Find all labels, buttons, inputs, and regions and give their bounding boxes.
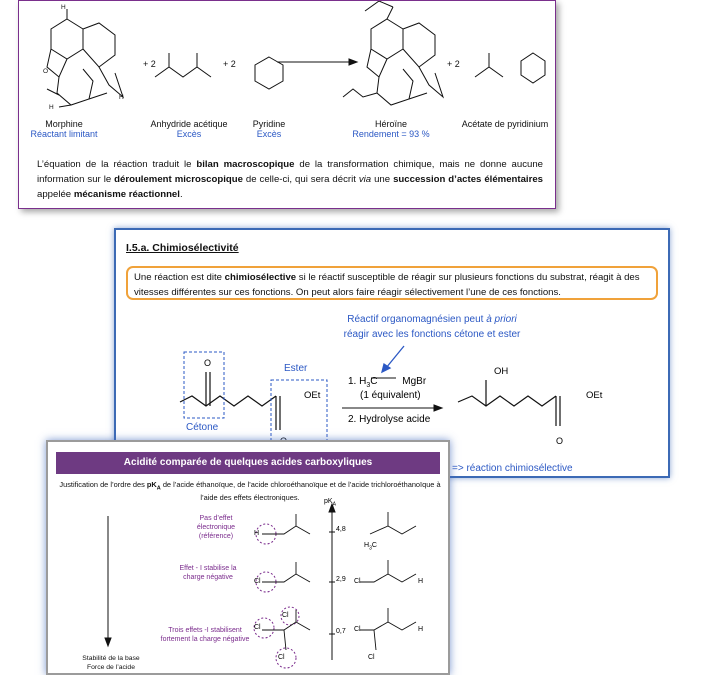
atom-cl-3: Cl (282, 612, 289, 619)
section-title: I.5.a. Chimiosélectivité (126, 242, 239, 254)
pyridine-label-group: Pyridine Excès (239, 119, 299, 139)
acidity-header: Acidité comparée de quelques acides carb… (56, 452, 440, 474)
acidity-subtitle: Justification de l’ordre des pKA de l’ac… (59, 480, 441, 503)
atom-cl-1: Cl (254, 578, 261, 585)
morphine-ring-c (46, 48, 68, 78)
morphine-ring-d (56, 68, 94, 106)
ketone-label: Cétone (186, 422, 219, 433)
stability-arrow (104, 516, 112, 648)
acidity-comparison-card: Acidité comparée de quelques acides carb… (46, 440, 450, 675)
atom-cl-acid-1: Cl (354, 578, 361, 585)
acetic-anhydride-structure (154, 53, 212, 78)
morphine-atom-n: H (119, 94, 124, 101)
morphine-ring-a (50, 18, 84, 60)
note-arrow (381, 345, 405, 374)
morphine-atom-o: O (43, 68, 48, 75)
acetate-name: Acétate de pyridinium (461, 119, 549, 129)
pka-value-2: 2,9 (336, 576, 346, 583)
ketone-highlight-box (183, 351, 225, 419)
atom-h-acid-2: H (418, 626, 424, 633)
morphine-atom-ho-top: H (61, 4, 66, 11)
morphine-atom-ho-bottom: H (49, 104, 54, 111)
pyridine-structure (254, 56, 284, 90)
substrate-structure (179, 372, 281, 430)
stability-label: Stabilité de la base Force de l’acide (82, 655, 140, 671)
equivalent-text: (1 équivalent) (360, 390, 421, 401)
heroin-note: Rendement = 93 % (352, 129, 430, 139)
atom-cl-2: Cl (254, 624, 261, 631)
product-oxygen: O (556, 436, 564, 446)
morphine-ring-b (82, 22, 116, 68)
ester-oet: OEt (304, 390, 321, 401)
pyridine-name: Pyridine (252, 119, 286, 129)
heroin-name: Héroïne (374, 119, 408, 129)
pka-axis-label: pKA (324, 498, 336, 508)
anion-structures (262, 514, 311, 651)
pyridine-note: Excès (256, 129, 282, 139)
coef-anhydride: + 2 (143, 59, 156, 69)
pyridinium-acetate-structure (474, 52, 546, 84)
atom-h-acid-1: H (418, 578, 424, 585)
ester-label: Ester (284, 363, 308, 374)
reagent-formula: 1. H3C MgBr (348, 376, 427, 389)
pka-value-3: 0,7 (336, 628, 346, 635)
anhydride-note: Excès (176, 129, 202, 139)
product-oet: OEt (586, 390, 603, 401)
product-oh: OH (494, 366, 509, 377)
anhydride-name: Anhydride acétique (150, 119, 228, 129)
coef-acetate: + 2 (447, 59, 460, 69)
product-structure (457, 380, 561, 426)
chemoselectivity-card: I.5.a. Chimiosélectivité Une réaction es… (114, 228, 670, 478)
acidity-diagram (104, 502, 417, 669)
reaction-arrow (277, 58, 359, 66)
coef-pyridine: + 2 (223, 59, 236, 69)
atom-h3c: H3C (364, 542, 377, 552)
step-hydrolysis: 2. Hydrolyse acide (348, 414, 431, 425)
morphine-name: Morphine (45, 119, 83, 129)
reagent-note: Réactif organomagnésien peut à priori ré… (343, 314, 521, 340)
heroin-synthesis-scheme: H O H H (43, 1, 546, 111)
atom-cl-acid-2: Cl (354, 626, 361, 633)
atom-h-ref: H (254, 530, 260, 537)
conclusion-text: => réaction chimiosélective (452, 463, 573, 474)
heroin-synthesis-card: H O H H (18, 0, 556, 209)
main-reaction-arrow (342, 377, 444, 412)
definition-box: Une réaction est dite chimiosélective si… (126, 266, 658, 300)
morphine-note: Réactant limitant (30, 129, 98, 139)
atom-cl-acid-3: Cl (368, 654, 375, 661)
heroin-structure (342, 1, 445, 106)
acid-structures (360, 512, 417, 651)
ketone-oxygen: O (204, 358, 212, 368)
atom-cl-4: Cl (278, 654, 285, 661)
mechanism-paragraph: L’équation de la réaction traduit le bil… (37, 159, 544, 200)
pka-axis (328, 502, 336, 660)
anhydride-label-group: Anhydride acétique Excès (139, 119, 239, 139)
highlight-circles (253, 523, 300, 669)
pka-value-1: 4,8 (336, 526, 346, 533)
heroin-label-group: Héroïne Rendement = 93 % (341, 119, 441, 139)
